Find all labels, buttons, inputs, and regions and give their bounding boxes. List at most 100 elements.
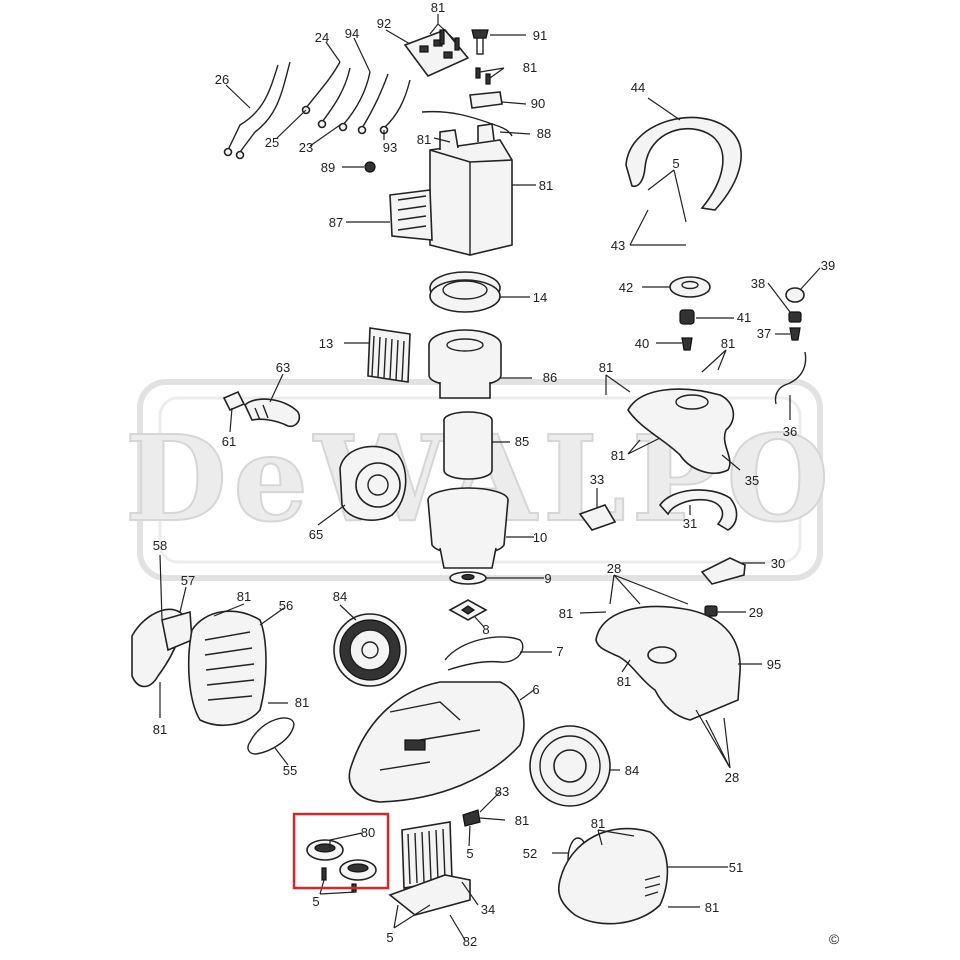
part-36-cable xyxy=(774,351,807,405)
callout-36: 36 xyxy=(783,424,797,439)
callout-13: 13 xyxy=(319,336,333,351)
callout-41: 41 xyxy=(737,310,751,325)
callout-25: 25 xyxy=(265,135,279,150)
callout-33: 33 xyxy=(590,472,604,487)
part-29-spring xyxy=(704,605,718,617)
part-56-grille xyxy=(204,631,255,701)
part-89-knob xyxy=(364,161,376,173)
part-38-spring xyxy=(788,311,802,323)
part-8-seal xyxy=(448,599,488,621)
callout-5: 5 xyxy=(672,156,679,171)
callout-81: 81 xyxy=(721,336,735,351)
part-9-valve xyxy=(449,571,487,585)
callout-81: 81 xyxy=(153,722,167,737)
callout-44: 44 xyxy=(631,80,645,95)
callout-52: 52 xyxy=(523,846,537,861)
callout-81: 81 xyxy=(617,674,631,689)
part-95-port xyxy=(647,646,677,664)
part-55-gasket xyxy=(247,717,295,755)
callout-82: 82 xyxy=(463,934,477,949)
part-82-cover xyxy=(388,874,471,916)
callout-28: 28 xyxy=(725,770,739,785)
part-88-wire xyxy=(421,110,513,137)
callout-9: 9 xyxy=(544,571,551,586)
part-90-switch xyxy=(469,91,503,109)
part-85-filter-cylinder xyxy=(443,411,493,480)
callout-10: 10 xyxy=(533,530,547,545)
callout-81: 81 xyxy=(431,0,445,15)
callout-30: 30 xyxy=(771,556,785,571)
copyright-mark: © xyxy=(829,931,840,947)
part-31-band xyxy=(658,489,738,531)
callout-81: 81 xyxy=(523,60,537,75)
part-30-button xyxy=(700,557,746,585)
callout-63: 63 xyxy=(276,360,290,375)
callout-5: 5 xyxy=(386,930,393,945)
callout-84: 84 xyxy=(333,589,347,604)
part-87-upper-housing xyxy=(389,123,513,256)
callout-81: 81 xyxy=(599,360,613,375)
part-35-opening xyxy=(675,394,709,410)
part-40-pin xyxy=(681,337,693,351)
part-35-upper-body xyxy=(627,388,735,474)
callout-94: 94 xyxy=(345,26,359,41)
part-34-hepa-filter xyxy=(401,821,453,889)
part-14-gasket xyxy=(429,271,501,313)
callout-81: 81 xyxy=(539,178,553,193)
part-56-front-body xyxy=(187,610,267,726)
callout-35: 35 xyxy=(745,473,759,488)
part-13-filter xyxy=(367,327,411,383)
callout-38: 38 xyxy=(751,276,765,291)
part-86-motor xyxy=(428,329,502,399)
callout-labels: 81 91 92 24 94 81 26 90 25 23 93 88 81 8… xyxy=(153,0,835,949)
callout-5: 5 xyxy=(312,894,319,909)
part-91-knob xyxy=(471,29,489,55)
leader-lines xyxy=(159,14,821,941)
callout-23: 23 xyxy=(299,140,313,155)
callout-88: 88 xyxy=(537,126,551,141)
part-80-filters xyxy=(306,839,377,893)
callout-81: 81 xyxy=(705,900,719,915)
part-84-wheel-right xyxy=(529,725,611,807)
part-7-gasket xyxy=(444,636,524,671)
callout-95: 95 xyxy=(767,657,781,672)
callout-34: 34 xyxy=(481,902,495,917)
callout-81: 81 xyxy=(591,816,605,831)
callout-90: 90 xyxy=(531,96,545,111)
callout-37: 37 xyxy=(757,326,771,341)
callout-29: 29 xyxy=(749,605,763,620)
part-83-clip xyxy=(462,809,481,827)
callout-89: 89 xyxy=(321,160,335,175)
callout-81: 81 xyxy=(515,813,529,828)
callout-56: 56 xyxy=(279,598,293,613)
part-51-grille xyxy=(644,875,661,897)
callout-28: 28 xyxy=(607,561,621,576)
callout-8: 8 xyxy=(482,622,489,637)
callout-81: 81 xyxy=(237,589,251,604)
callout-83: 83 xyxy=(495,784,509,799)
callout-65: 65 xyxy=(309,527,323,542)
callout-42: 42 xyxy=(619,280,633,295)
part-44-handle xyxy=(625,116,742,211)
part-37-bolt xyxy=(789,327,801,341)
part-6-base xyxy=(348,681,525,803)
part-51-rear-cover xyxy=(558,827,669,925)
callout-84: 84 xyxy=(625,763,639,778)
part-92-switch-plate xyxy=(403,29,470,77)
callout-93: 93 xyxy=(383,140,397,155)
callout-85: 85 xyxy=(515,434,529,449)
part-61-cap xyxy=(222,390,246,412)
part-42-cap xyxy=(669,276,711,298)
callout-86: 86 xyxy=(543,370,557,385)
callout-61: 61 xyxy=(222,434,236,449)
screws-81-top xyxy=(439,29,491,85)
part-41-spring xyxy=(679,309,695,325)
callout-57: 57 xyxy=(181,573,195,588)
callout-39: 39 xyxy=(821,258,835,273)
part-95-rear-housing xyxy=(595,605,741,721)
callout-7: 7 xyxy=(556,644,563,659)
callout-51: 51 xyxy=(729,860,743,875)
callout-40: 40 xyxy=(635,336,649,351)
callout-31: 31 xyxy=(683,516,697,531)
